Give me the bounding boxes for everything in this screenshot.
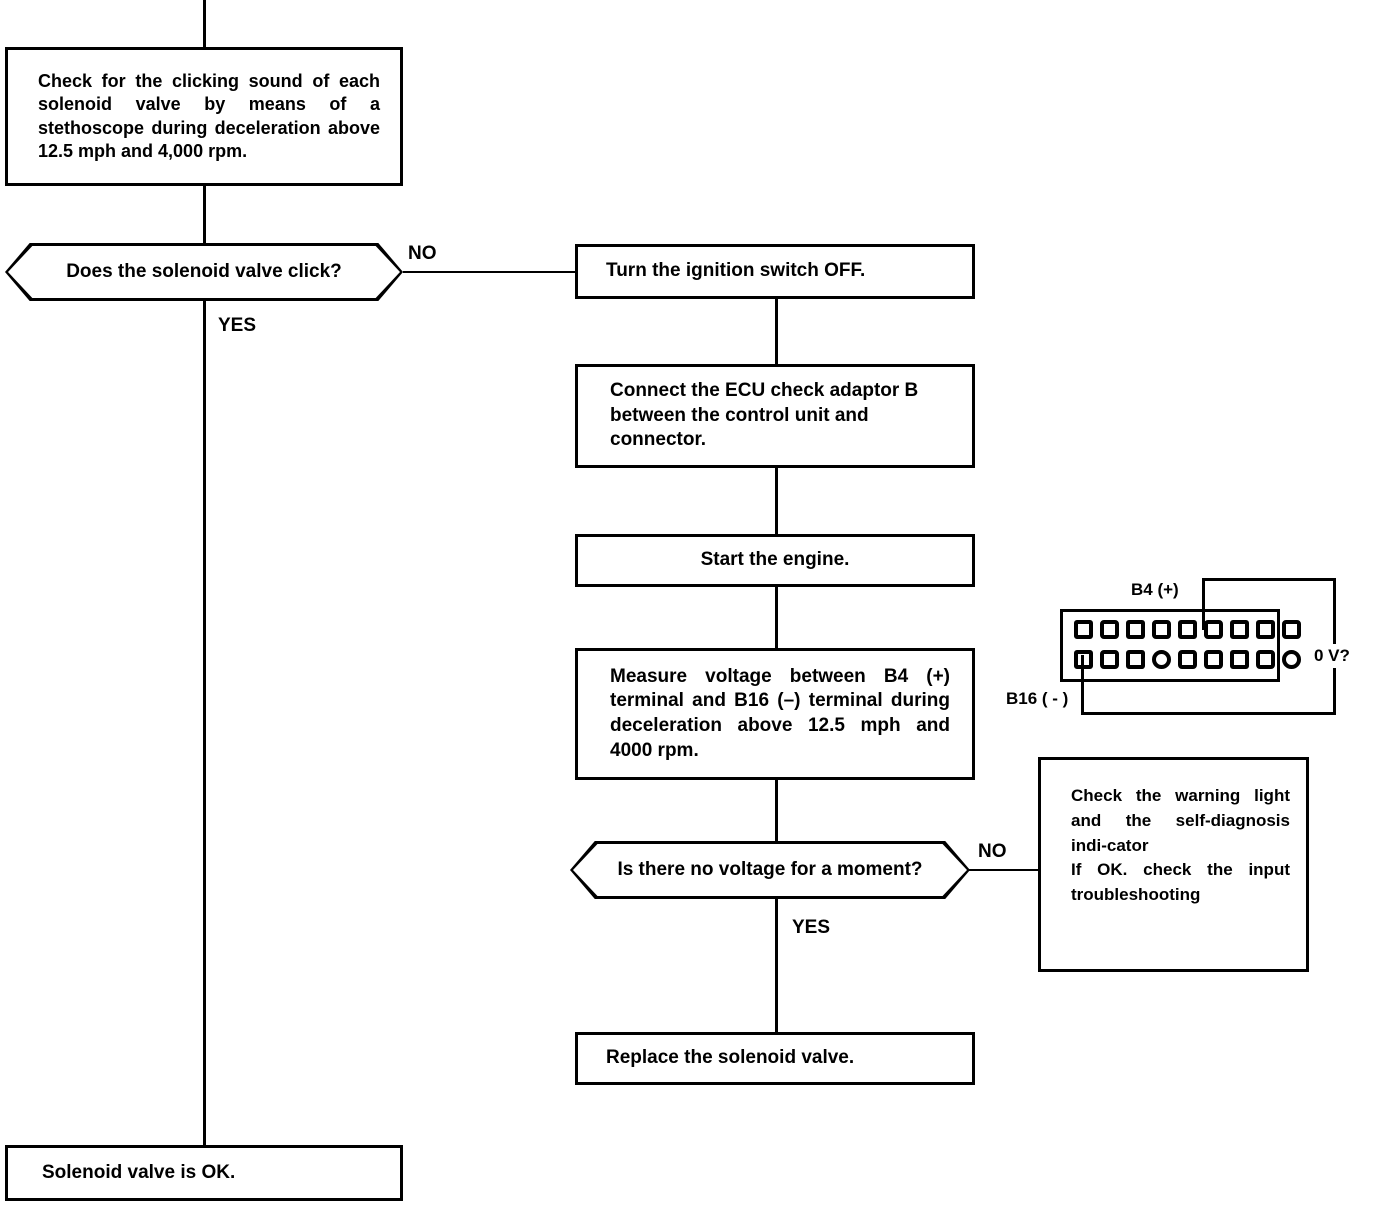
connector-pin-bottom-6	[1204, 650, 1223, 669]
step-check-warning-light: Check the warning light and the self-dia…	[1038, 757, 1309, 972]
step-replace-solenoid-valve-text: Replace the solenoid valve.	[606, 1047, 855, 1069]
connector-pin-bottom-3	[1126, 650, 1145, 669]
wire-b16-vertical	[1081, 655, 1084, 714]
wire-b4-top	[1202, 578, 1336, 581]
step-measure-voltage-text: Measure voltage between B4 (+) terminal …	[610, 665, 950, 761]
connector-line-no-voltage-no	[968, 869, 1040, 871]
wire-b4-vertical	[1202, 578, 1205, 630]
connector-pin-bottom-4	[1152, 650, 1171, 669]
connector-pin-top-2	[1100, 620, 1119, 639]
step-check-warning-light-text: Check the warning light and the self-dia…	[1071, 786, 1290, 855]
connector-pin-top-7	[1230, 620, 1249, 639]
connector-line-ignition-to-adaptor	[775, 299, 778, 365]
decision-is-there-no-voltage-inner: Is there no voltage for a moment?	[573, 844, 967, 896]
connector-pin-bottom-5	[1178, 650, 1197, 669]
connector-line-check-to-decision	[203, 186, 206, 244]
decision-does-valve-click: Does the solenoid valve click?	[5, 243, 403, 301]
connector-pin-top-4	[1152, 620, 1171, 639]
connector-line-valve-click-no	[403, 271, 577, 273]
decision-is-there-no-voltage-yes-label: YES	[792, 917, 831, 938]
connector-pin-row-bottom	[1074, 650, 1308, 669]
step-check-clicking-sound-text: Check for the clicking sound of each sol…	[38, 70, 380, 161]
step-start-engine: Start the engine.	[575, 534, 975, 587]
step-check-clicking-sound: Check for the clicking sound of each sol…	[5, 47, 403, 186]
step-measure-voltage: Measure voltage between B4 (+) terminal …	[575, 648, 975, 780]
connector-pin-top-1	[1074, 620, 1093, 639]
connector-line-start-to-measure	[775, 587, 778, 649]
connector-line-measure-to-decision	[775, 780, 778, 842]
connector-pin-top-3	[1126, 620, 1145, 639]
connector-pin-top-5	[1178, 620, 1197, 639]
connector-pin-bottom-7	[1230, 650, 1249, 669]
connector-pin-top-6-b4	[1204, 620, 1223, 639]
connector-pin-bottom-2	[1100, 650, 1119, 669]
decision-does-valve-click-no-label: NO	[408, 243, 437, 264]
step-connect-ecu-adaptor-text: Connect the ECU check adaptor B between …	[610, 379, 919, 451]
connector-pin-top-8	[1256, 620, 1275, 639]
wire-b16-bottom	[1081, 712, 1336, 715]
connector-line-entry	[203, 0, 206, 49]
decision-does-valve-click-inner: Does the solenoid valve click?	[8, 246, 400, 298]
decision-does-valve-click-yes-label: YES	[218, 315, 257, 336]
connector-line-adaptor-to-start	[775, 468, 778, 536]
step-turn-ignition-off: Turn the ignition switch OFF.	[575, 244, 975, 299]
result-solenoid-valve-ok-text: Solenoid valve is OK.	[42, 1161, 236, 1183]
connector-pin-row-top	[1074, 620, 1308, 639]
decision-is-there-no-voltage-text: Is there no voltage for a moment?	[617, 859, 923, 880]
connector-line-valve-click-yes	[203, 301, 206, 1145]
step-replace-solenoid-valve: Replace the solenoid valve.	[575, 1032, 975, 1085]
voltage-measurement-label: 0 V?	[1311, 644, 1353, 668]
connector-label-b16: B16 ( - )	[1006, 689, 1069, 708]
decision-does-valve-click-text: Does the solenoid valve click?	[66, 261, 342, 282]
step-check-warning-light-rest-text: If OK. check the input troubleshooting	[1071, 860, 1290, 905]
connector-label-b4: B4 (+)	[1131, 580, 1179, 599]
connector-pin-bottom-9	[1282, 650, 1301, 669]
step-connect-ecu-adaptor: Connect the ECU check adaptor B between …	[575, 364, 975, 468]
step-turn-ignition-off-text: Turn the ignition switch OFF.	[606, 260, 866, 282]
decision-is-there-no-voltage: Is there no voltage for a moment?	[570, 841, 970, 899]
connector-pin-top-9	[1282, 620, 1301, 639]
connector-line-no-voltage-yes	[775, 899, 778, 1032]
step-start-engine-text: Start the engine.	[700, 549, 850, 571]
decision-is-there-no-voltage-no-label: NO	[978, 841, 1007, 862]
connector-pin-bottom-8	[1256, 650, 1275, 669]
result-solenoid-valve-ok: Solenoid valve is OK.	[5, 1145, 403, 1201]
